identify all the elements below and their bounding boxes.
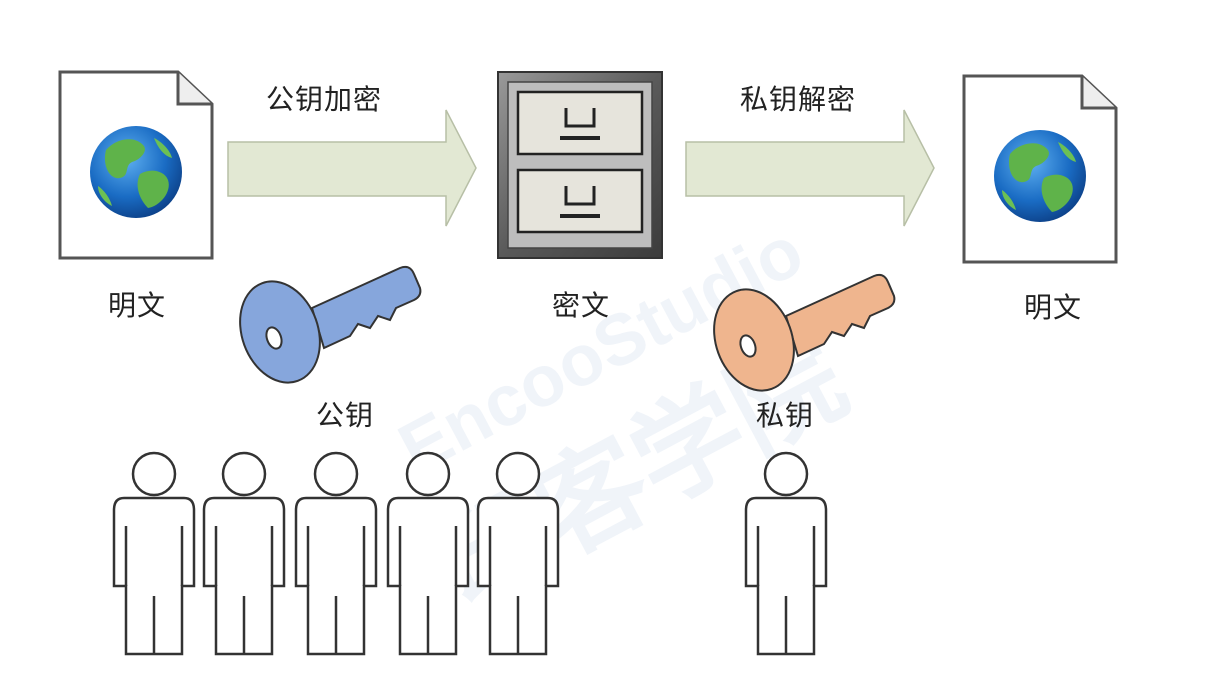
label-public-key-encrypt: 公钥加密 <box>266 83 383 116</box>
label-public-key: 公钥 <box>316 399 375 432</box>
plaintext-document-right-icon <box>962 74 1118 264</box>
label-private-key: 私钥 <box>756 399 815 432</box>
person-icon <box>386 451 470 656</box>
label-plaintext-right: 明文 <box>1024 291 1083 324</box>
plaintext-document-left-icon <box>58 70 214 260</box>
encrypt-arrow-icon <box>227 109 477 227</box>
public-key-icon <box>225 265 422 395</box>
private-owner-person-icon <box>744 451 828 656</box>
label-private-key-decrypt: 私钥解密 <box>740 83 857 116</box>
person-icon <box>112 451 196 656</box>
decrypt-arrow-icon <box>685 109 935 227</box>
label-ciphertext: 密文 <box>552 289 611 322</box>
person-icon <box>294 451 378 656</box>
file-cabinet-icon <box>497 71 663 259</box>
label-plaintext-left: 明文 <box>108 289 167 322</box>
person-icon <box>202 451 286 656</box>
